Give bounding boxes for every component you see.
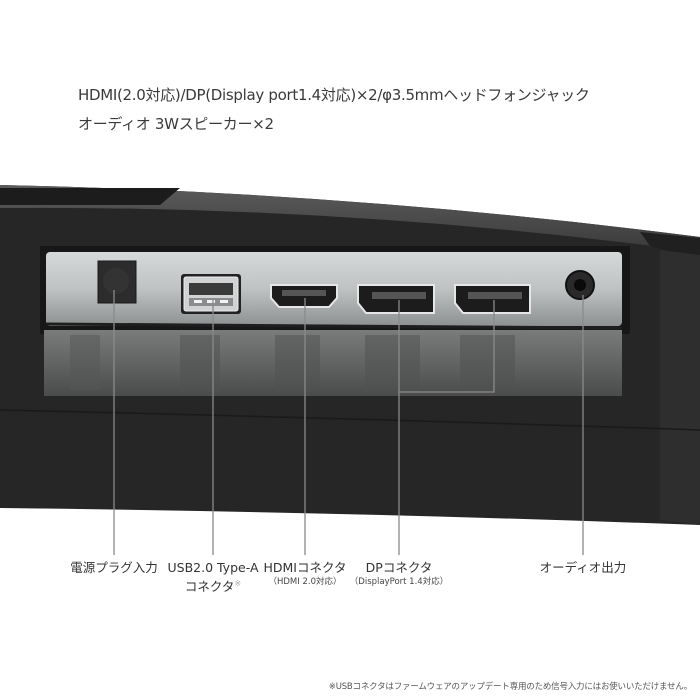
usb-a-port-icon: [181, 274, 241, 314]
usb-footnote: ※USBコネクタはファームウェアのアップデート専用のため信号入力にはお使いいただ…: [328, 682, 692, 692]
hdmi-port-icon: [270, 284, 338, 308]
usb-label-line2: コネクタ: [184, 579, 235, 595]
reflection-band: [44, 330, 622, 396]
power-plug-socket-icon: [97, 260, 137, 304]
label-dp-connector: DPコネクタ （DisplayPort 1.4対応）: [349, 560, 449, 587]
label-usb-connector: USB2.0 Type-A コネクタ※: [167, 560, 259, 595]
audio-jack-icon: [565, 270, 595, 300]
displayport-port-icon: [454, 284, 531, 314]
label-audio-output: オーディオ出力: [539, 560, 627, 575]
label-hdmi-connector: HDMIコネクタ （HDMI 2.0対応）: [263, 560, 347, 587]
footnote-mark: ※: [234, 579, 242, 588]
label-power-input: 電源プラグ入力: [70, 560, 158, 575]
spec-line-audio: オーディオ 3Wスピーカー×2: [78, 115, 274, 133]
leader-lines: [113, 290, 584, 555]
spec-line-ports: HDMI(2.0対応)/DP(Display port1.4対応)×2/φ3.5…: [78, 86, 590, 104]
displayport-port-icon: [357, 284, 435, 314]
